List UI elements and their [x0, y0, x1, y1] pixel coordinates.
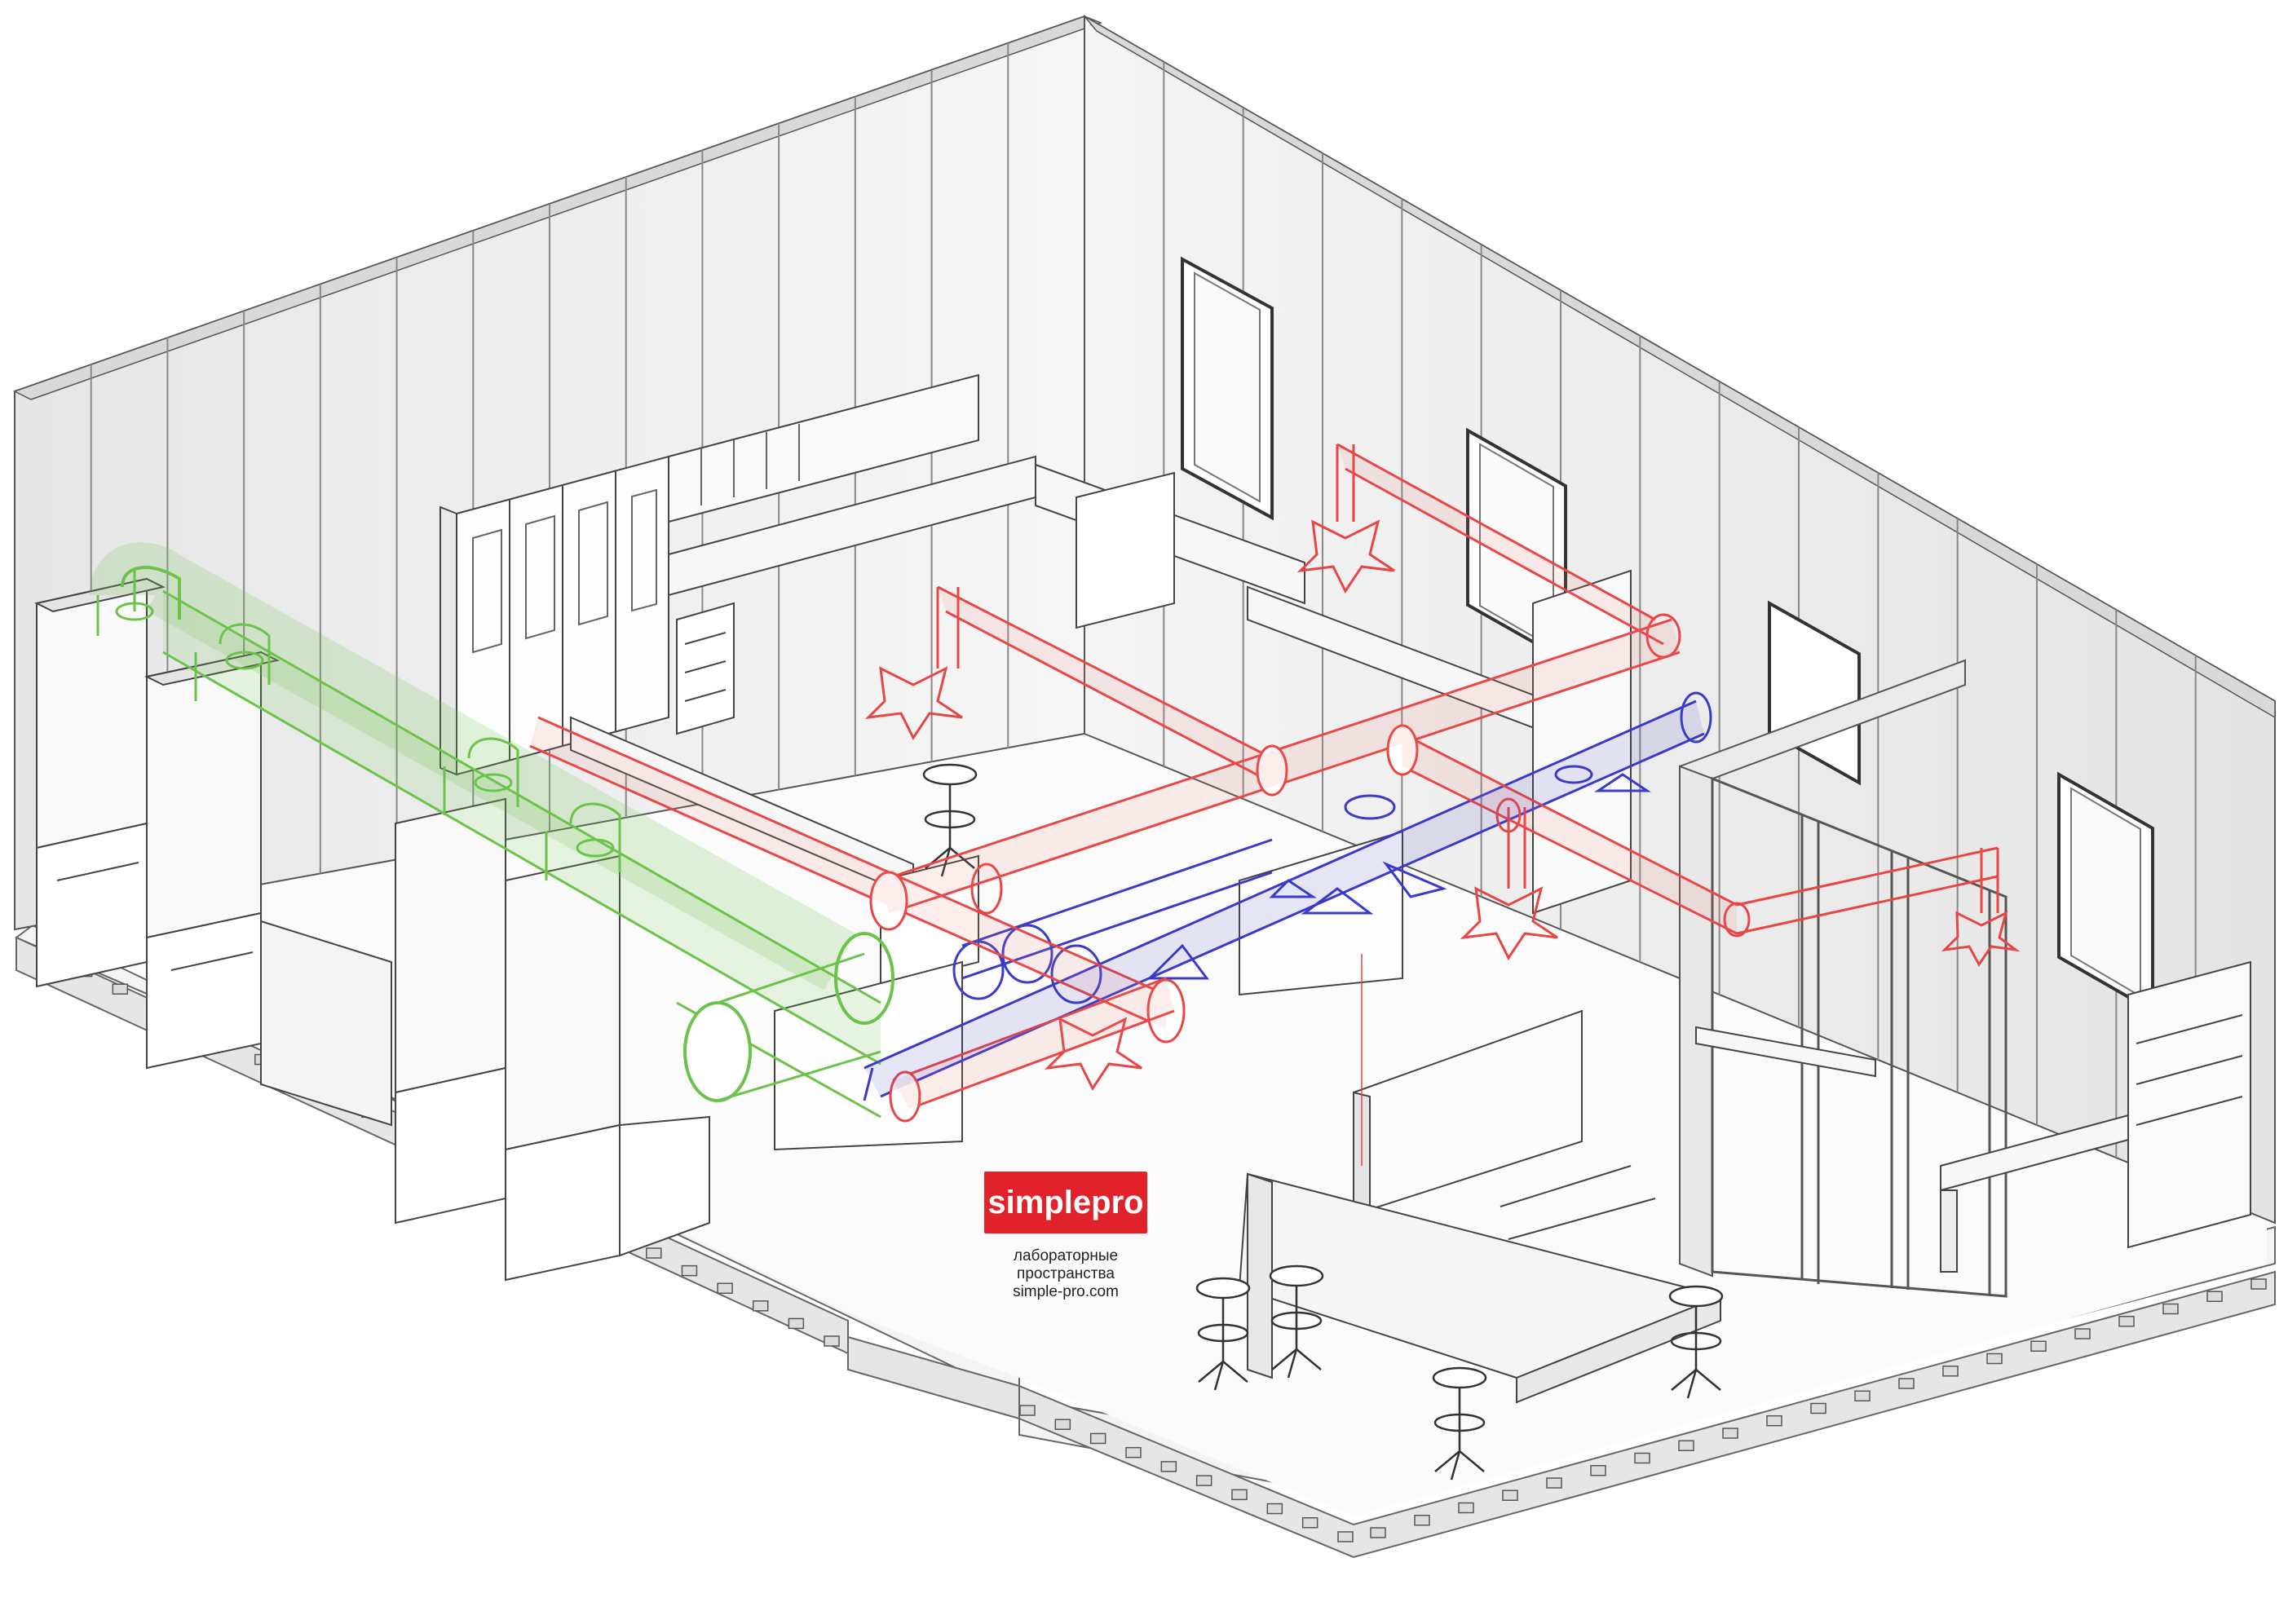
brand-tagline-line2: пространства — [1017, 1265, 1115, 1282]
floor-pad — [1678, 1440, 1694, 1451]
floor-pad — [2030, 1340, 2047, 1352]
lab-stool — [1269, 1264, 1324, 1379]
lab-stool — [922, 763, 978, 877]
floor-pad — [1898, 1378, 1915, 1389]
fume-exhaust-duct — [90, 542, 894, 1119]
floor-pad — [1301, 1517, 1318, 1529]
floor-pad — [2118, 1316, 2135, 1327]
brand-logo: simplepro — [984, 1172, 1147, 1233]
floor-pad — [1810, 1402, 1826, 1414]
back-right-wall — [1084, 15, 2276, 1225]
floor-pad — [752, 1300, 769, 1312]
floor-pad — [1546, 1477, 1562, 1489]
floor-pad — [1160, 1461, 1177, 1472]
floor-pad — [717, 1282, 733, 1294]
floor-pad — [1986, 1353, 2003, 1365]
floor-pad — [1266, 1503, 1283, 1515]
brand-tagline-block: лабораторные пространства simple-pro.com — [930, 1247, 1202, 1301]
exhaust-air-duct — [529, 443, 2021, 1166]
floor-pad — [1590, 1465, 1606, 1476]
floor-pad — [2074, 1328, 2091, 1339]
floor-pad — [1089, 1432, 1106, 1445]
floor-pad — [1458, 1502, 1474, 1514]
exhaust-duct-fill — [530, 444, 1737, 1109]
floor-pad — [1502, 1489, 1518, 1501]
back-left-wall — [13, 15, 1103, 931]
floor-pad — [1019, 1405, 1036, 1416]
window-1 — [1181, 256, 1274, 521]
floor-pad — [2206, 1291, 2223, 1302]
floor-pad — [1231, 1489, 1248, 1501]
lab-stool — [1432, 1366, 1487, 1481]
lab-stool — [1195, 1277, 1251, 1391]
floor-pad — [1125, 1446, 1142, 1459]
floor-pad — [1634, 1452, 1650, 1464]
floor-pad — [681, 1264, 698, 1277]
floor-pad — [788, 1317, 805, 1330]
brand-tagline-line1: лабораторные — [1013, 1247, 1119, 1264]
floor-pad — [1854, 1390, 1871, 1401]
floor-pad — [1414, 1515, 1430, 1526]
brand-url: simple-pro.com — [1013, 1283, 1119, 1300]
floor-pad — [1337, 1531, 1354, 1542]
lab-stool — [1668, 1285, 1724, 1399]
lab-stools — [922, 763, 1724, 1481]
floor-pad — [2162, 1303, 2179, 1315]
floor-pad — [1195, 1475, 1212, 1486]
floor-pad — [824, 1335, 840, 1347]
floor-pad — [1766, 1415, 1782, 1427]
floor-pad — [1722, 1428, 1738, 1439]
floor-pad — [646, 1247, 662, 1259]
glass-partition — [1679, 659, 2008, 1298]
brand-name: simplepro — [987, 1184, 1144, 1220]
supply-duct-fill — [864, 701, 1704, 1097]
floor-pad — [1054, 1419, 1071, 1430]
floor-pad — [1942, 1366, 1959, 1377]
fume-duct-fill — [163, 591, 881, 1064]
floor-pad — [2250, 1278, 2267, 1290]
floor-pad — [1370, 1527, 1386, 1538]
floor-pad — [112, 983, 129, 995]
window-4 — [2057, 771, 2154, 1014]
